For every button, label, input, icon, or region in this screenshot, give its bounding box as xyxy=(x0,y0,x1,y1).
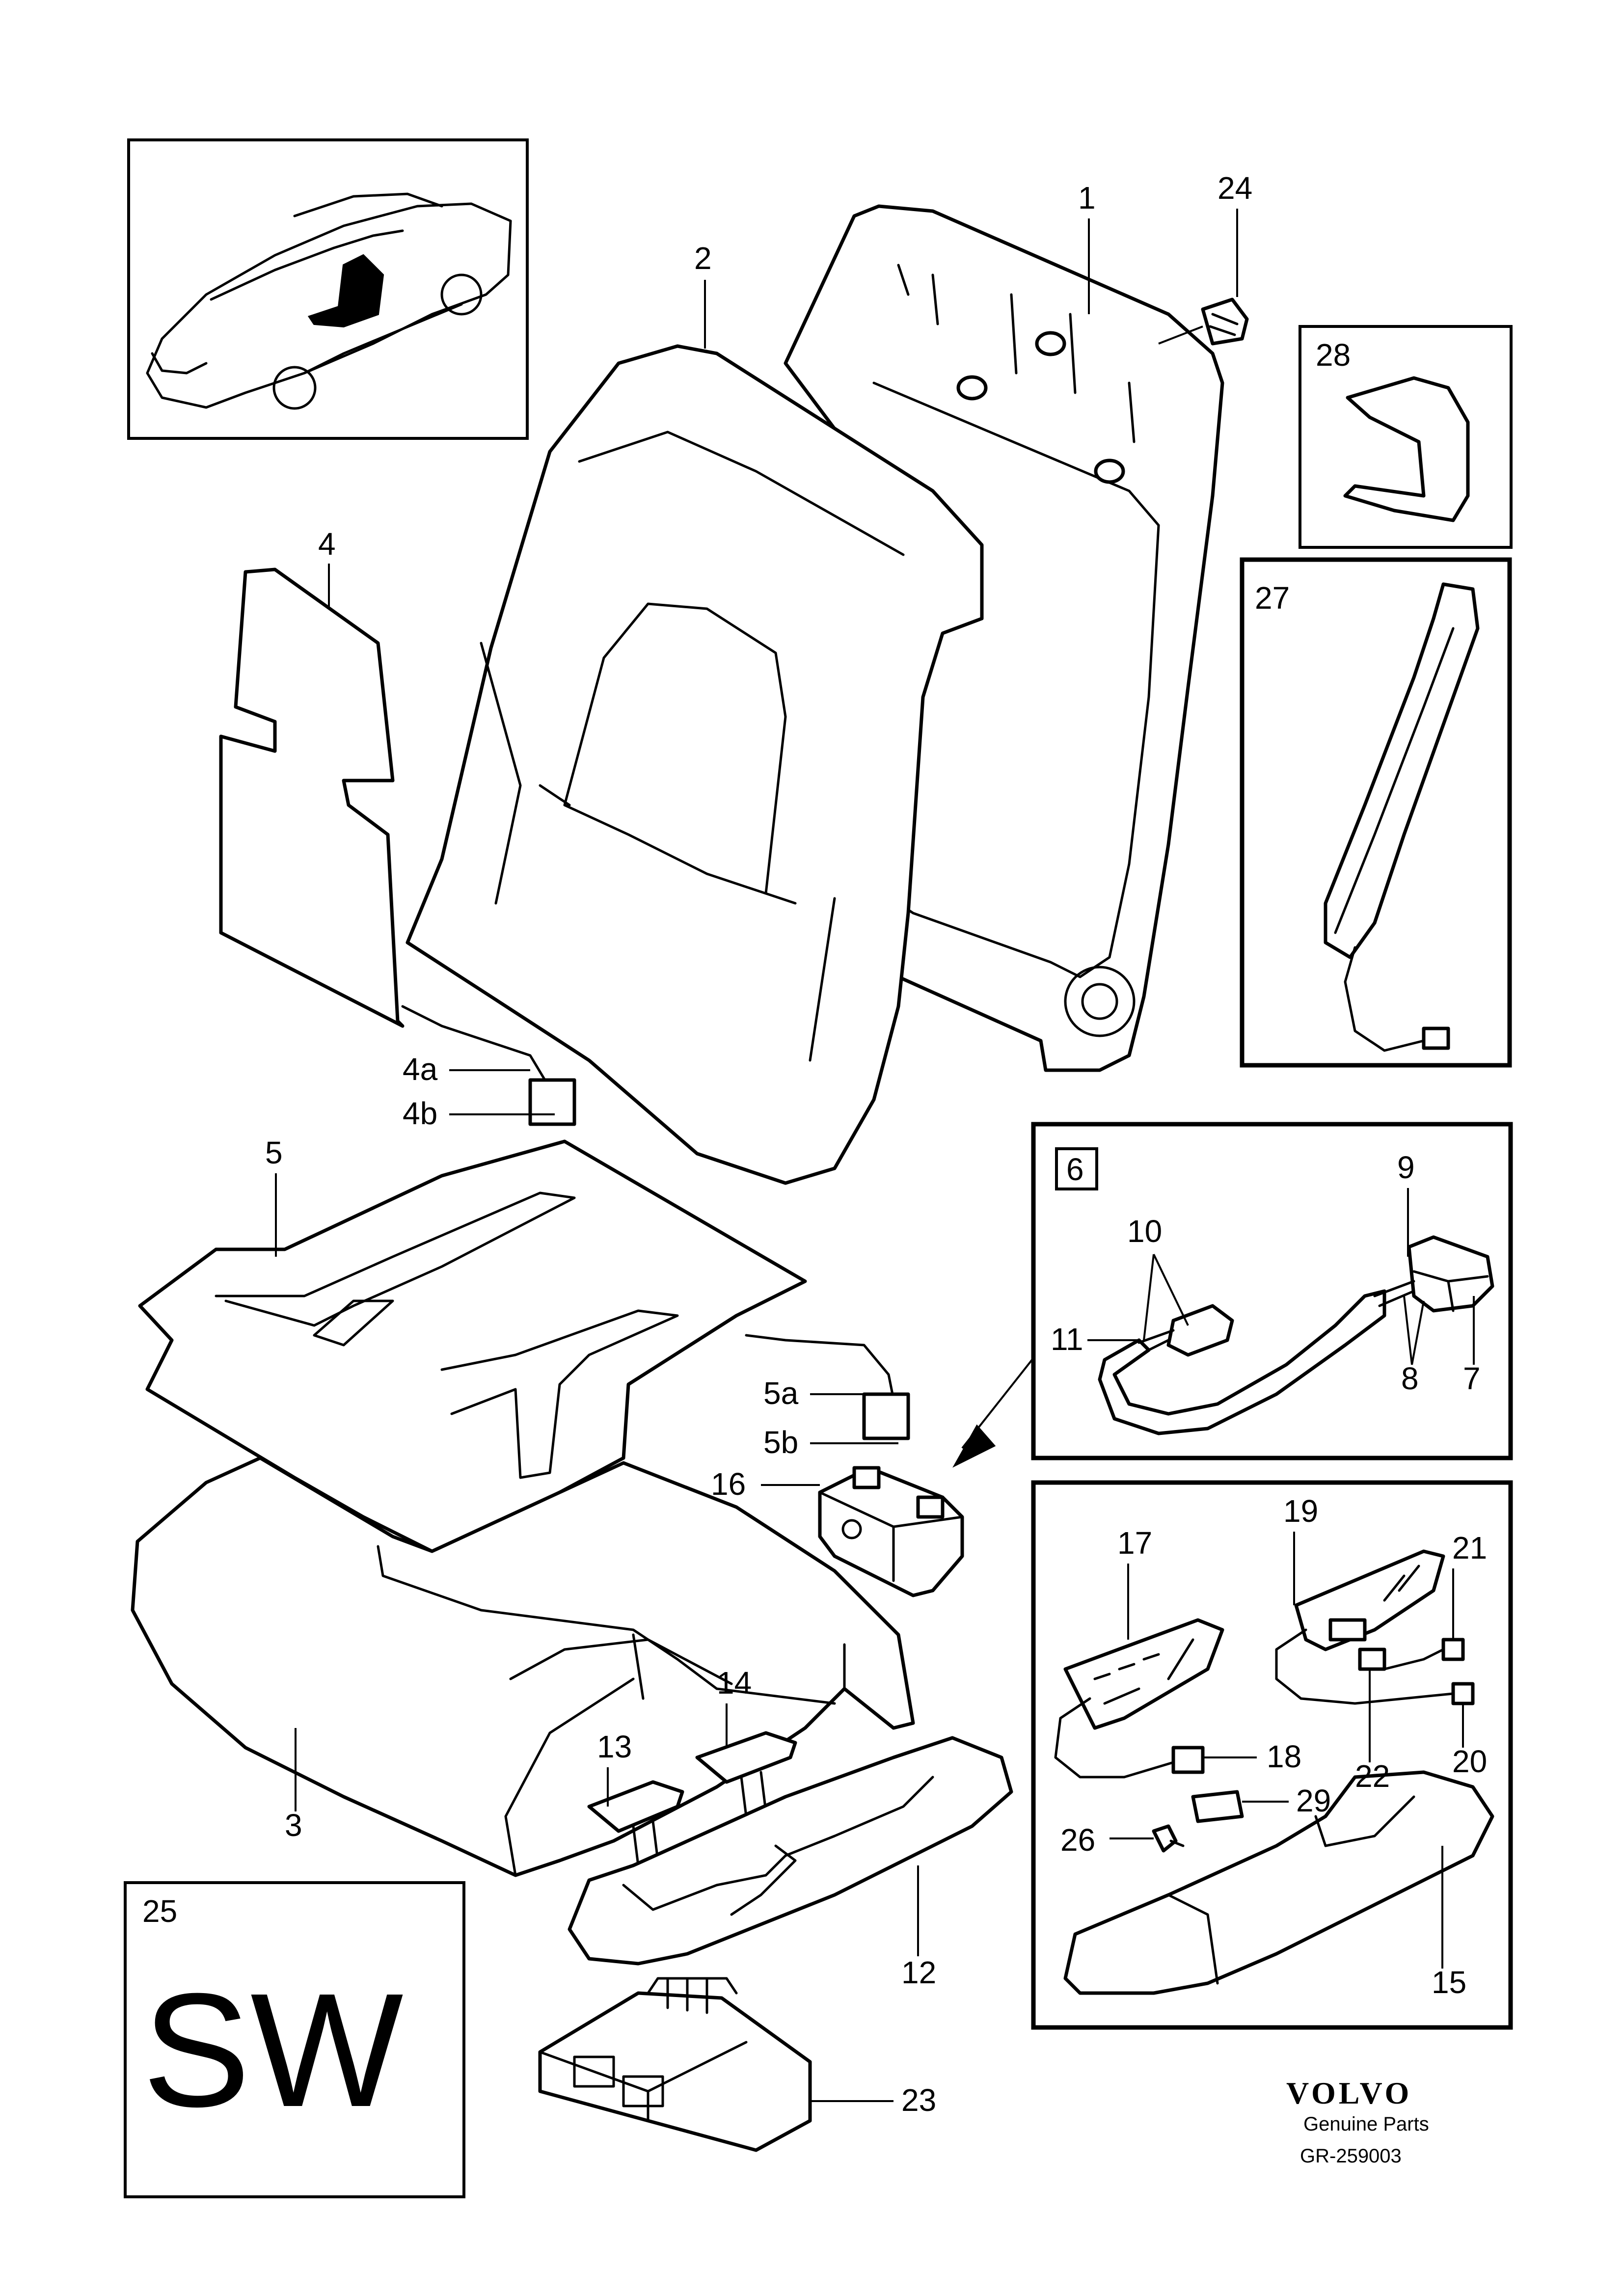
label-9: 9 xyxy=(1397,1150,1415,1185)
part-12-side-trim xyxy=(568,1736,1013,1966)
label-3: 3 xyxy=(285,1808,302,1843)
label-5a: 5a xyxy=(763,1376,799,1411)
label-28: 28 xyxy=(1316,337,1351,373)
sw-text: SW xyxy=(142,1959,405,2140)
car-thumbnail xyxy=(127,138,529,440)
label-18: 18 xyxy=(1267,1739,1301,1774)
label-23: 23 xyxy=(901,2082,936,2118)
label-1: 1 xyxy=(1078,180,1096,216)
part-23-module xyxy=(538,1977,812,2152)
label-8: 8 xyxy=(1401,1361,1419,1396)
label-4: 4 xyxy=(318,526,336,562)
label-27: 27 xyxy=(1255,580,1290,616)
label-5b: 5b xyxy=(763,1425,798,1460)
box-6: 6 xyxy=(1031,1122,1513,1460)
part-16-module xyxy=(818,1466,964,1597)
part-13-clip xyxy=(587,1780,684,1867)
label-10: 10 xyxy=(1127,1214,1162,1249)
label-4b: 4b xyxy=(403,1096,437,1131)
label-4a: 4a xyxy=(403,1052,438,1087)
label-2: 2 xyxy=(694,241,712,276)
genuine-parts-text: Genuine Parts xyxy=(1303,2113,1429,2135)
label-12: 12 xyxy=(901,1955,936,1990)
label-17: 17 xyxy=(1117,1525,1152,1561)
label-16: 16 xyxy=(711,1466,746,1502)
label-11: 11 xyxy=(1051,1322,1083,1357)
part-4-backrest-heating-pad xyxy=(219,567,576,1126)
label-7: 7 xyxy=(1463,1361,1481,1396)
label-22: 22 xyxy=(1355,1758,1390,1794)
box-28: 28 xyxy=(1299,325,1513,549)
label-25: 25 xyxy=(142,1893,177,1929)
label-26: 26 xyxy=(1060,1822,1095,1858)
label-5: 5 xyxy=(265,1135,283,1170)
label-21: 21 xyxy=(1452,1530,1487,1566)
diagram-code: GR-259003 xyxy=(1300,2145,1402,2167)
part-24-clip xyxy=(1201,297,1249,346)
label-13: 13 xyxy=(597,1729,632,1764)
brand-block: VOLVO Genuine Parts GR-259003 xyxy=(1286,2076,1429,2167)
label-24: 24 xyxy=(1218,170,1252,206)
sw-box: 25 SW xyxy=(124,1881,465,2198)
label-14: 14 xyxy=(717,1665,752,1701)
label-19: 19 xyxy=(1283,1493,1318,1529)
box-27: 27 xyxy=(1240,557,1512,1068)
box-switch-panel xyxy=(1031,1480,1513,2030)
part-2-backrest-cushion xyxy=(406,344,984,1185)
part-5-cushion-heating-pad xyxy=(138,1139,910,1553)
label-20: 20 xyxy=(1452,1744,1487,1779)
label-29: 29 xyxy=(1296,1783,1331,1818)
volvo-logo: VOLVO xyxy=(1286,2076,1412,2110)
label-6: 6 xyxy=(1066,1152,1084,1187)
label-15: 15 xyxy=(1432,1965,1466,2000)
